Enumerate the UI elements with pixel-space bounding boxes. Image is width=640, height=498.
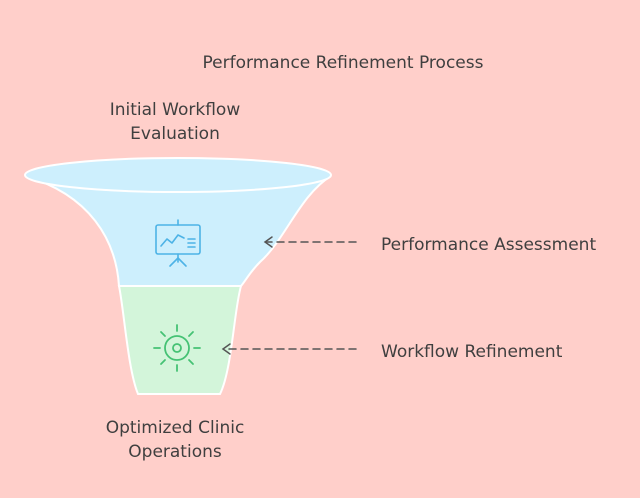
funnel-bottom-label-line-2: Operations [128, 442, 222, 462]
gear-icon [153, 324, 201, 372]
funnel-bottom-label: Optimized Clinic Operations [25, 416, 325, 464]
stage-label-assessment: Performance Assessment [381, 235, 597, 255]
page-title: Performance Refinement Process [202, 53, 484, 73]
arrow-refinement [221, 343, 357, 355]
arrow-assessment [263, 236, 357, 248]
funnel-top-label-line-1: Initial Workflow [109, 100, 241, 120]
funnel-rim [24, 157, 332, 193]
funnel-stage-refinement [117, 285, 243, 395]
funnel-top-label: Initial Workflow Evaluation [25, 98, 325, 146]
stage-label-refinement: Workflow Refinement [381, 342, 563, 362]
funnel-top-label-line-2: Evaluation [130, 124, 220, 144]
presentation-chart-icon [155, 219, 201, 267]
funnel-bottom-label-line-1: Optimized Clinic [105, 418, 245, 438]
